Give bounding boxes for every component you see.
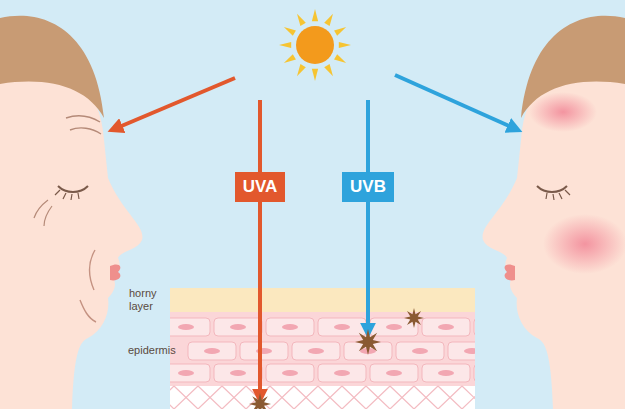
skin-cell: [170, 364, 210, 382]
cell-nucleus: [204, 348, 220, 354]
skin-cell: [292, 342, 340, 360]
sun-ray: [284, 27, 296, 36]
dermis-fiber: [270, 386, 294, 409]
sun-ray: [334, 54, 346, 63]
dermis-fiber: [390, 386, 414, 409]
skin-cell: [448, 342, 475, 360]
dermis-fiber: [318, 386, 342, 409]
skin-cell: [318, 318, 366, 336]
skin-cell: [370, 364, 418, 382]
ray-label-box: UVB: [342, 172, 394, 202]
cell-nucleus: [230, 324, 246, 330]
melanin-spot: [404, 308, 424, 328]
sun-ray: [312, 69, 318, 81]
skin-cell: [318, 364, 366, 382]
sun-ray: [334, 27, 346, 36]
skin-cell: [266, 364, 314, 382]
cell-nucleus: [412, 348, 428, 354]
melanin-spot: [355, 329, 381, 355]
cell-nucleus: [334, 370, 350, 376]
skin-cell: [240, 342, 288, 360]
dermis-fiber: [170, 386, 174, 409]
skin-cell: [188, 342, 236, 360]
sun-ray: [312, 9, 318, 21]
dermis-fiber: [414, 386, 438, 409]
cell-nucleus: [386, 324, 402, 330]
melanin-spot: [249, 308, 424, 409]
skin-cell: [266, 318, 314, 336]
sun-ray: [279, 42, 291, 48]
skin-cell: [422, 364, 470, 382]
ray-name: UVA: [243, 177, 278, 197]
layer-label: horny layer: [129, 287, 169, 312]
right-face: [483, 16, 625, 409]
dermis-fiber: [462, 386, 475, 409]
uvb-ray: [395, 75, 518, 130]
sun: [279, 9, 351, 81]
sun-ray: [339, 42, 351, 48]
sun-ray: [297, 14, 306, 26]
uvb-ray: [366, 100, 370, 334]
cell-nucleus: [334, 324, 350, 330]
cell-nucleus: [438, 324, 454, 330]
skin-section: [150, 288, 522, 409]
dermis-fiber: [366, 386, 390, 409]
sun-ray: [324, 14, 333, 26]
dermis-fiber: [294, 386, 318, 409]
skin-cell: [170, 318, 210, 336]
skin-cell: [214, 318, 262, 336]
cell-nucleus: [282, 370, 298, 376]
cell-nucleus: [386, 370, 402, 376]
sun-ray: [324, 64, 333, 76]
cell-nucleus: [178, 324, 194, 330]
skin-cell: [396, 342, 444, 360]
melanin-spot: [249, 393, 271, 409]
ray-name: UVB: [350, 177, 386, 197]
sun-ray: [297, 64, 306, 76]
skin-cell: [474, 318, 475, 336]
cell-nucleus: [230, 370, 246, 376]
left-face: [0, 16, 142, 409]
cell-nucleus: [282, 324, 298, 330]
cell-nucleus: [308, 348, 324, 354]
sun-ray: [284, 54, 296, 63]
skin-cell: [214, 364, 262, 382]
dermis-fiber: [198, 386, 222, 409]
cell-nucleus: [464, 348, 475, 354]
uva-ray: [258, 100, 262, 400]
dermis-fiber: [174, 386, 198, 409]
skin-cell: [474, 364, 475, 382]
ray-label-box: UVA: [235, 172, 286, 202]
layer-label: epidermis: [128, 344, 188, 357]
dermis-fiber: [438, 386, 462, 409]
dermis-fiber: [222, 386, 246, 409]
cell-nucleus: [178, 370, 194, 376]
cell-nucleus: [438, 370, 454, 376]
skin-cell: [422, 318, 470, 336]
dermis-fiber: [342, 386, 366, 409]
uva-ray: [112, 78, 235, 130]
